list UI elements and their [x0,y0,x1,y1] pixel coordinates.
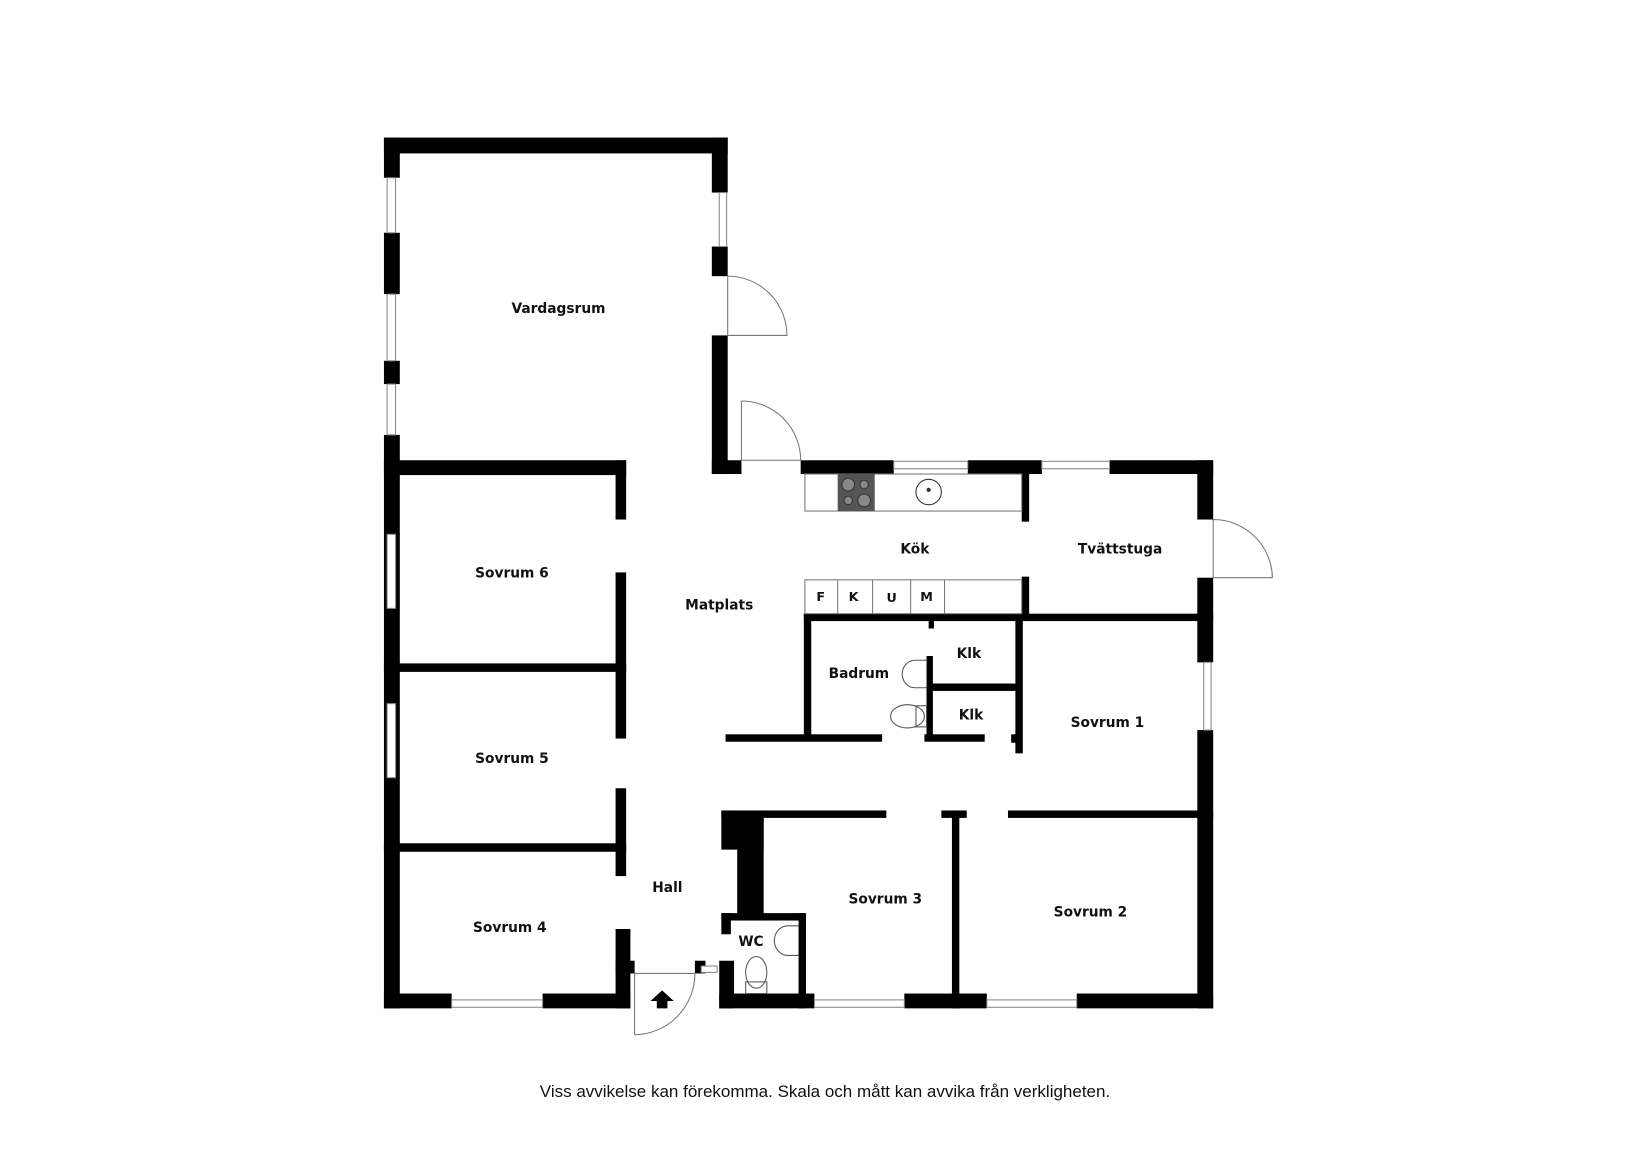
cabinet-label-f: F [816,589,825,604]
up-arrow-icon [650,990,674,1009]
room-label-sovrum-3: Sovrum 3 [849,892,923,908]
room-label-sovrum-1: Sovrum 1 [1071,715,1145,731]
room-label-klk-1: Klk [957,646,982,662]
room-label-sovrum-6: Sovrum 6 [475,566,549,582]
room-label-sovrum-2: Sovrum 2 [1054,904,1128,920]
cabinet-label-k: K [849,589,860,604]
room-label-kok: Kök [900,541,930,557]
cabinet-label-u: U [886,590,896,605]
doors [634,275,1273,1036]
room-label-wc: WC [738,934,763,950]
kitchen-counter [804,473,1023,615]
room-label-sovrum-4: Sovrum 4 [473,920,547,936]
bathroom-fixtures [745,659,928,995]
room-label-klk-2: Klk [959,707,984,723]
walls [383,137,1214,1009]
windows [386,177,1212,1008]
room-label-matplats: Matplats [685,597,753,613]
room-label-badrum: Badrum [829,666,889,682]
entrance-arrow [650,990,674,1009]
cabinet-labels: F K U M [816,589,932,605]
room-label-hall: Hall [652,880,682,896]
room-labels: Vardagsrum Sovrum 6 Matplats Kök Tvättst… [473,301,1162,950]
room-label-sovrum-5: Sovrum 5 [475,751,549,767]
room-label-vardagsrum: Vardagsrum [511,301,605,317]
cabinet-label-m: M [920,589,933,604]
disclaimer-text: Viss avvikelse kan förekomma. Skala och … [539,1082,1111,1101]
room-label-tvattstuga: Tvättstuga [1078,541,1162,557]
